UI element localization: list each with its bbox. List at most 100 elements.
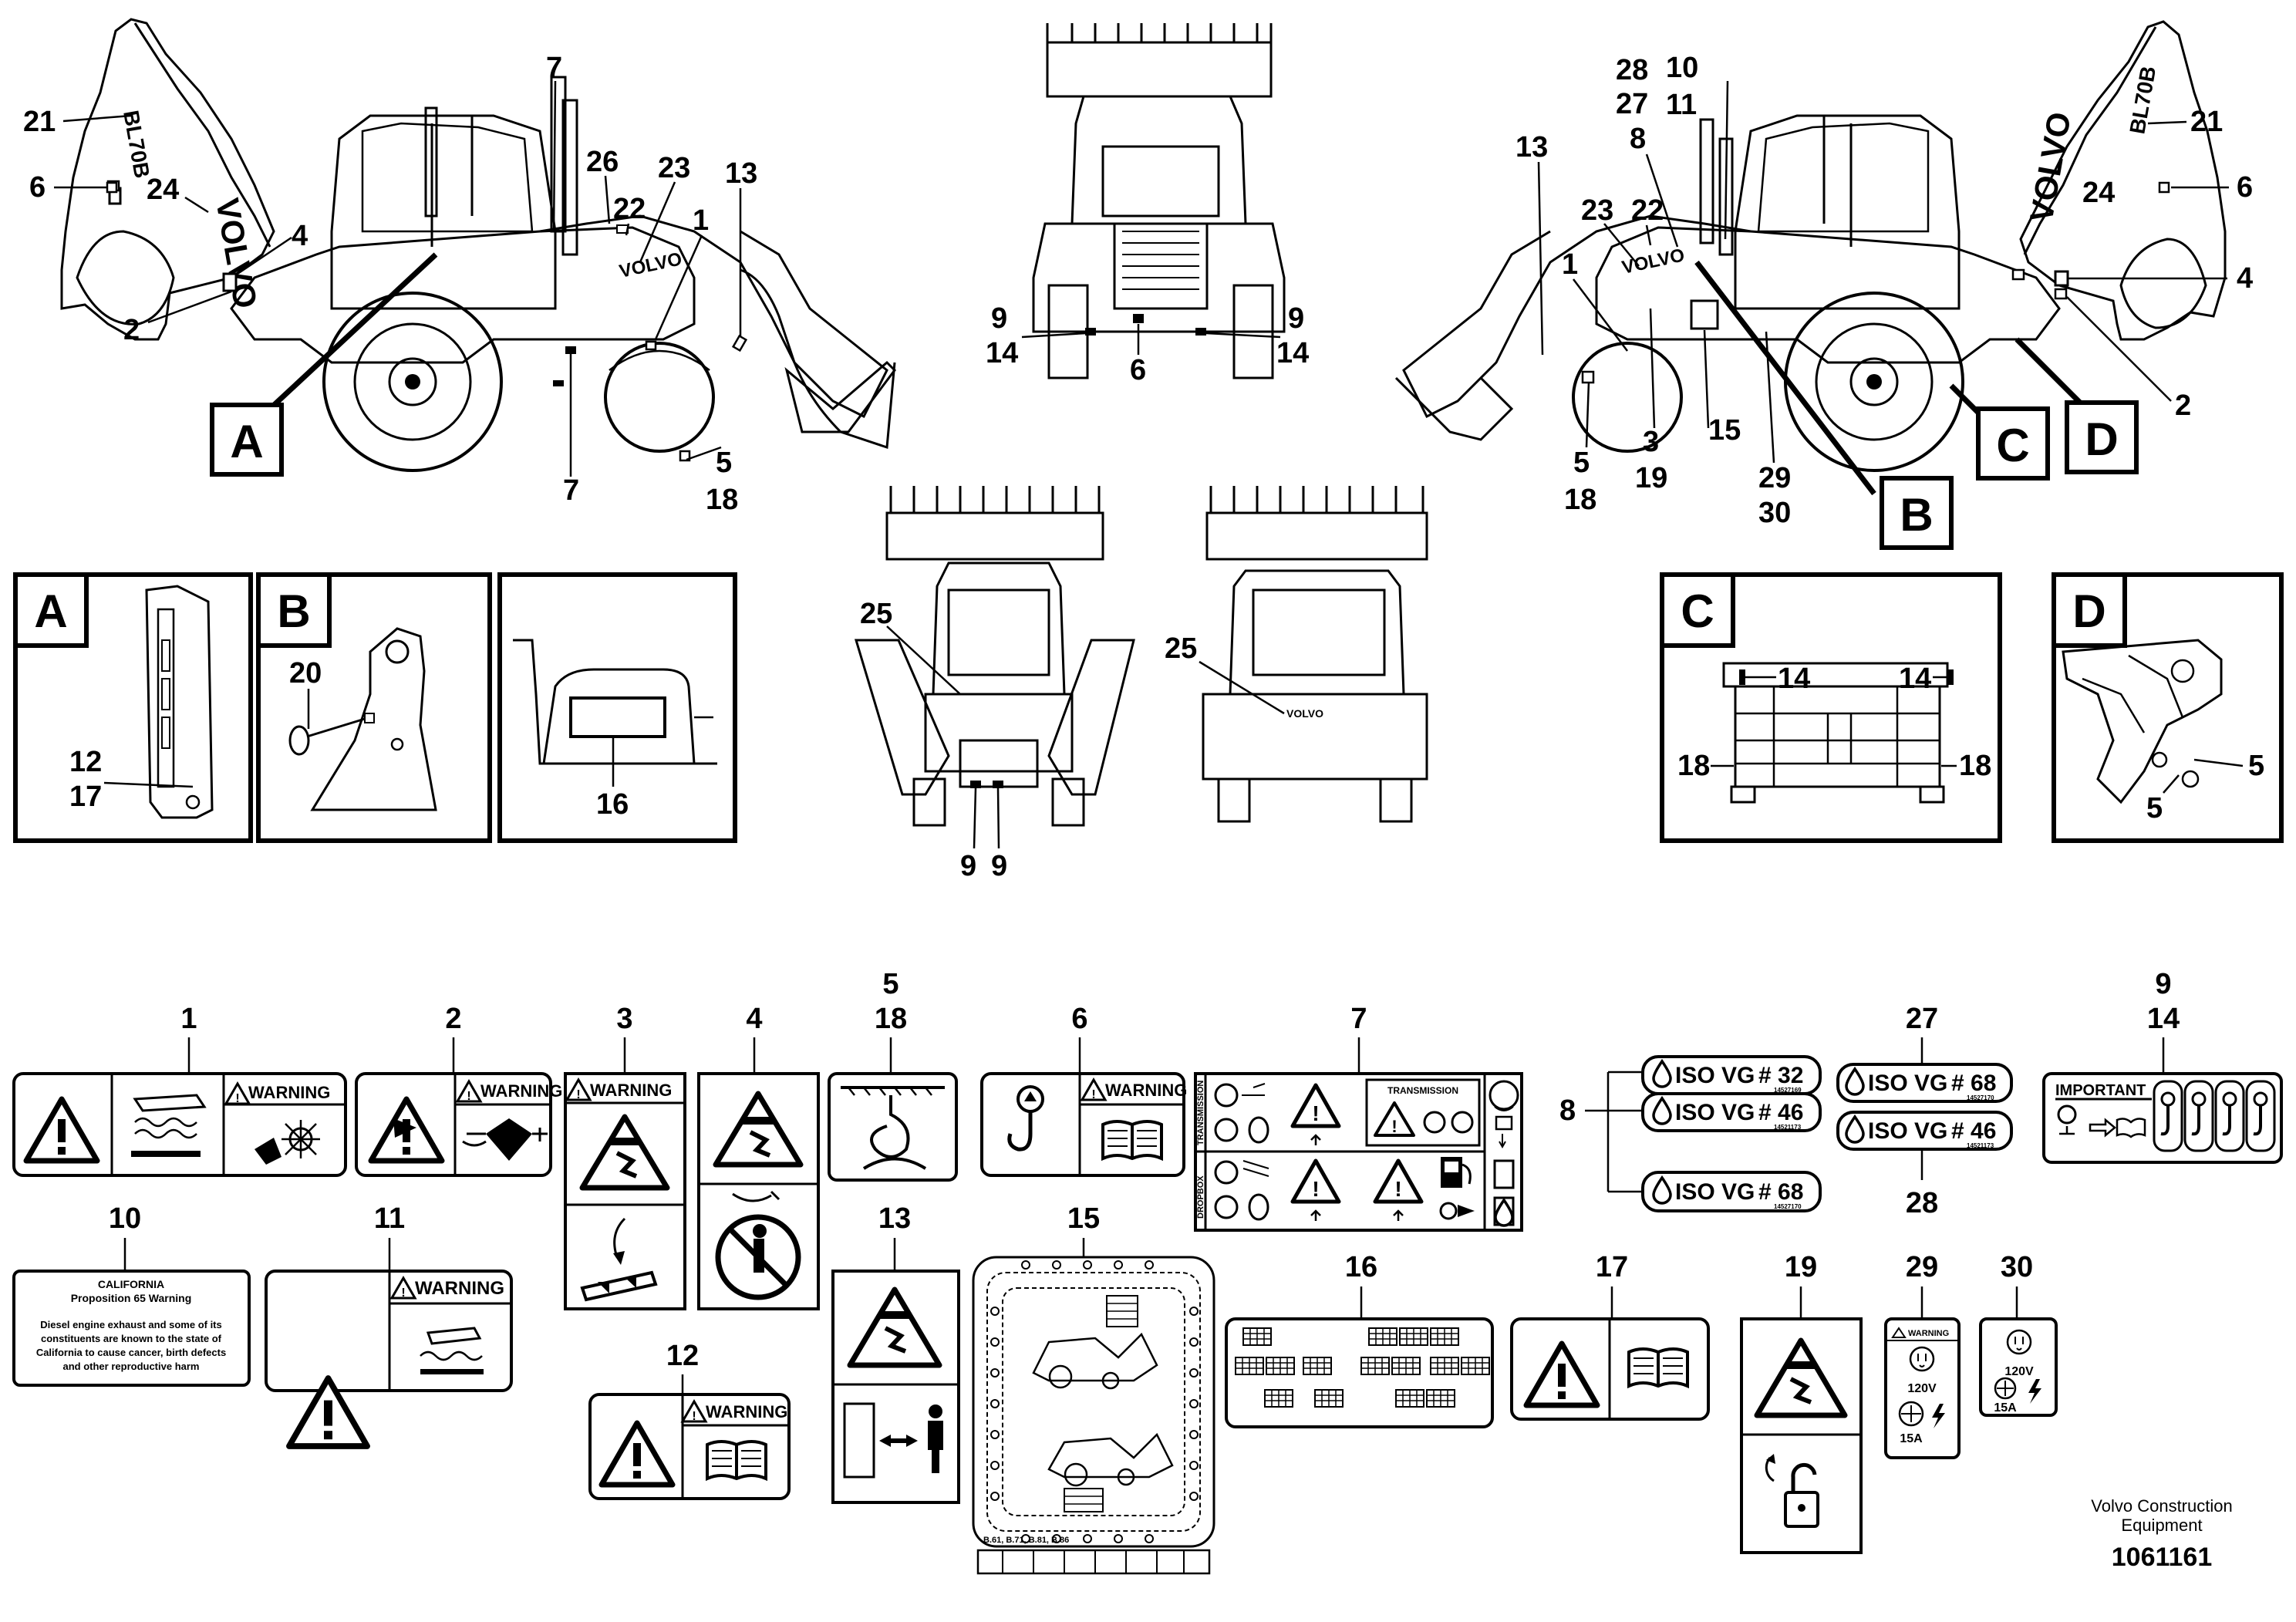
decal-29-number: 29: [1906, 1251, 1938, 1283]
decal-17: 17: [1510, 1251, 1710, 1421]
decal-11: 11 WARNING: [265, 1202, 513, 1446]
decal-8-part-3: 14527170: [1774, 1203, 1802, 1210]
detail-c-letter: C: [1681, 585, 1714, 637]
decal-10-body-line-1: Diesel engine exhaust and some of its: [40, 1319, 222, 1330]
callout-23-right: 23: [1581, 194, 1613, 227]
decal-7-transmission-vertical: TRANSMISSION: [1196, 1081, 1205, 1145]
detail-a-marker-label: A: [230, 416, 263, 467]
detail-d-box: D 5 5: [2052, 572, 2284, 843]
decal-1: 1 WARNING: [12, 1003, 347, 1177]
decal-12-warning-label: WARNING: [706, 1402, 787, 1421]
svg-text:VOLVO: VOLVO: [1620, 244, 1687, 278]
callout-6-right: 6: [2237, 171, 2253, 204]
left-view-callouts: 21 6 24 4 2 7 26 22 23 1 13 7 5 18 A: [23, 52, 757, 516]
callout-11: 11: [1666, 89, 1697, 121]
decal-27-28: 27 ISO VG # 68 14527170 ISO VG # 46 1452…: [1836, 1003, 2013, 1219]
decal-30-voltage: 120V: [2004, 1365, 2034, 1378]
callout-7-top: 7: [546, 52, 562, 84]
callout-18: 18: [706, 484, 738, 516]
detail-c-marker-label: C: [1996, 420, 2029, 471]
decal-2-number: 2: [445, 1003, 461, 1035]
decal-8: 8 ISO VG # 32 14527169 ISO VG # 46 14521…: [1559, 1055, 1822, 1212]
detail-unlabeled-box: 16: [497, 572, 737, 843]
callout-15: 15: [1708, 414, 1741, 447]
decal-15: 15: [972, 1202, 1215, 1575]
detail-b-letter: B: [277, 585, 310, 637]
callout-7-bottom: 7: [563, 474, 579, 507]
decal-8-label-1: ISO VG # 32 14527169: [1641, 1055, 1822, 1095]
decal-8-part-2: 14521173: [1774, 1124, 1802, 1131]
decal-10-body-line-3: California to cause cancer, birth defect…: [36, 1347, 226, 1358]
callout-25-left: 25: [860, 598, 892, 630]
callout-8: 8: [1630, 123, 1646, 155]
decal-8-iso-vg-2: ISO VG: [1675, 1100, 1755, 1125]
decal-9-14: 9 14 IMPORTANT: [2042, 968, 2283, 1164]
decal-3-warning-label: WARNING: [590, 1081, 672, 1100]
decal-18-number: 18: [875, 1003, 907, 1035]
svg-text:VOLVO: VOLVO: [2023, 110, 2078, 225]
callout-9-left: 9: [991, 302, 1007, 335]
callout-4: 4: [292, 220, 308, 252]
decal-1-number: 1: [180, 1003, 197, 1035]
callout-14-left: 14: [986, 337, 1018, 369]
callout-21: 21: [23, 106, 56, 138]
front-view-callouts: 9 14 6 9 14: [986, 302, 1309, 386]
decal-11-number: 11: [374, 1202, 405, 1235]
decal-9-hook-icons: [2153, 1080, 2276, 1152]
right-view-callouts: 28 27 10 11 8 13 23 22 1 21 6 24 4 2 3 1…: [1515, 52, 2253, 550]
backhoe-rear-view-folded: VOLVO: [1202, 486, 1428, 823]
decal-6: 6 WARNING: [980, 1003, 1187, 1177]
decal-30: 30 120V 15A: [1979, 1251, 2058, 1417]
decal-10-body-line-2: constituents are known to the state of: [41, 1333, 222, 1344]
decal-7-dropbox-label: DROPBOX: [1196, 1175, 1205, 1219]
decal-19-number: 19: [1785, 1251, 1817, 1283]
detail-c-box: C 14 14 18 18: [1660, 572, 2002, 843]
detail-b-marker-label: B: [1900, 489, 1933, 541]
decal-27-part: 14527170: [1967, 1094, 1994, 1101]
detail-b-box: B 20: [256, 572, 492, 843]
decal-6-warning-label: WARNING: [1105, 1081, 1187, 1100]
rear-views-callouts: 25 9 9 25: [860, 598, 1285, 882]
decal-19: 19: [1740, 1251, 1863, 1554]
callout-1-right: 1: [1562, 248, 1578, 281]
callout-20: 20: [289, 657, 322, 690]
callout-23: 23: [658, 152, 690, 184]
svg-text:BL70B: BL70B: [2125, 64, 2160, 136]
decal-10: 10 CALIFORNIA Proposition 65 Warning Die…: [12, 1202, 251, 1387]
callout-16-detail: 16: [596, 788, 629, 821]
decal-8-iso-vg-1: ISO VG: [1675, 1063, 1755, 1088]
callout-14-right: 14: [1276, 337, 1309, 369]
title-block: Volvo Construction Equipment 1061161: [2091, 1496, 2232, 1572]
decal-12-number: 12: [666, 1340, 699, 1372]
callout-13: 13: [725, 157, 757, 190]
decal-15-model-codes: B.61, B.71, B.81, B.86: [983, 1536, 1069, 1545]
decal-10-title: CALIFORNIA: [98, 1278, 164, 1290]
decal-29-amps: 15A: [1900, 1432, 1923, 1445]
callout-12-detail-a: 12: [69, 746, 102, 778]
callout-25-right: 25: [1165, 632, 1197, 665]
decal-17-number: 17: [1596, 1251, 1628, 1283]
decal-12: 12 WARNING: [588, 1340, 791, 1500]
decal-14-number: 14: [2147, 1003, 2180, 1035]
decal-30-number: 30: [2001, 1251, 2033, 1283]
decal-27-number: 27: [1906, 1003, 1938, 1035]
svg-text:VOLVO: VOLVO: [209, 195, 264, 311]
decal-28-iso-vg: ISO VG: [1868, 1118, 1947, 1144]
callout-13-right: 13: [1515, 131, 1548, 164]
decal-13-number: 13: [878, 1202, 911, 1235]
decal-27-grade: # 68: [1951, 1071, 1996, 1096]
callout-19: 19: [1635, 462, 1667, 494]
callout-6-front: 6: [1130, 354, 1146, 386]
callout-24: 24: [147, 174, 179, 206]
decal-4-number: 4: [746, 1003, 762, 1035]
decal-1-warning-label: WARNING: [248, 1083, 330, 1102]
callout-26: 26: [586, 146, 619, 178]
callout-28: 28: [1616, 54, 1648, 86]
decal-5-number: 5: [882, 968, 899, 1000]
decal-7: 7 TRANSMISSION DROPBOX ! TRANSMISSION ! …: [1194, 1003, 1523, 1232]
decal-16: 16: [1225, 1251, 1494, 1428]
svg-text:!: !: [1391, 1117, 1397, 1136]
decal-8-part-1: 14527169: [1774, 1087, 1802, 1094]
svg-text:VOLVO: VOLVO: [618, 248, 684, 282]
